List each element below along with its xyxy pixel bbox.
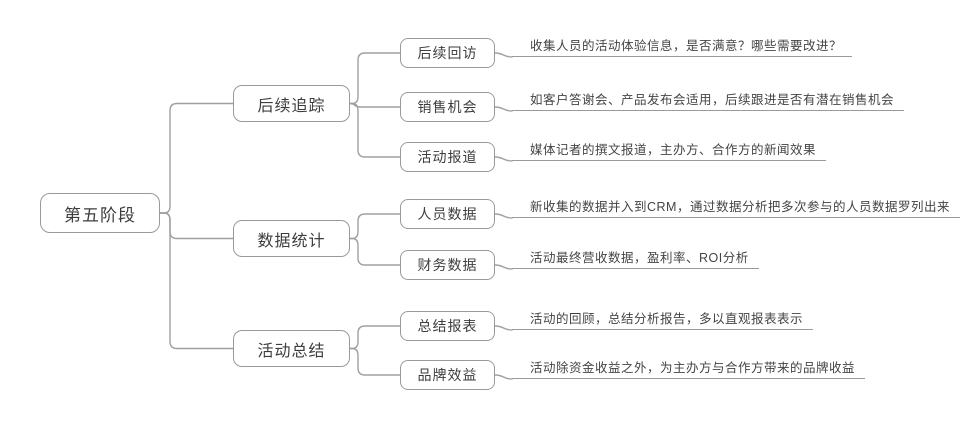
desc-event-coverage[interactable]: 媒体记者的撰文报道，主办方、合作方的新闻效果 <box>512 142 827 161</box>
branch-node-follow-up-tracking[interactable]: 后续追踪 <box>233 85 350 122</box>
desc-financial-data[interactable]: 活动最终营收数据，盈利率、ROI分析 <box>512 250 759 269</box>
desc-sales-opportunity[interactable]: 如客户答谢会、产品发布会适用，后续跟进是否有潜在销售机会 <box>512 92 905 111</box>
desc-personnel-data[interactable]: 新收集的数据并入到CRM，通过数据分析把多次参与的人员数据罗列出来 <box>512 199 960 218</box>
leaf-node-brand-benefit[interactable]: 品牌效益 <box>400 360 495 390</box>
branch-node-data-statistics[interactable]: 数据统计 <box>233 220 350 257</box>
leaf-node-follow-up-visit[interactable]: 后续回访 <box>400 38 495 68</box>
desc-follow-up-visit[interactable]: 收集人员的活动体验信息，是否满意？哪些需要改进？ <box>512 38 853 57</box>
leaf-node-summary-report[interactable]: 总结报表 <box>400 311 495 341</box>
leaf-node-event-coverage[interactable]: 活动报道 <box>400 142 495 172</box>
root-node-phase-five[interactable]: 第五阶段 <box>40 193 160 233</box>
leaf-node-personnel-data[interactable]: 人员数据 <box>400 199 495 229</box>
leaf-node-financial-data[interactable]: 财务数据 <box>400 250 495 280</box>
branch-node-activity-summary[interactable]: 活动总结 <box>233 330 350 367</box>
desc-brand-benefit[interactable]: 活动除资金收益之外，为主办方与合作方带来的品牌收益 <box>512 360 866 379</box>
leaf-node-sales-opportunity[interactable]: 销售机会 <box>400 92 495 122</box>
desc-summary-report[interactable]: 活动的回顾，总结分析报告，多以直观报表表示 <box>512 311 814 330</box>
